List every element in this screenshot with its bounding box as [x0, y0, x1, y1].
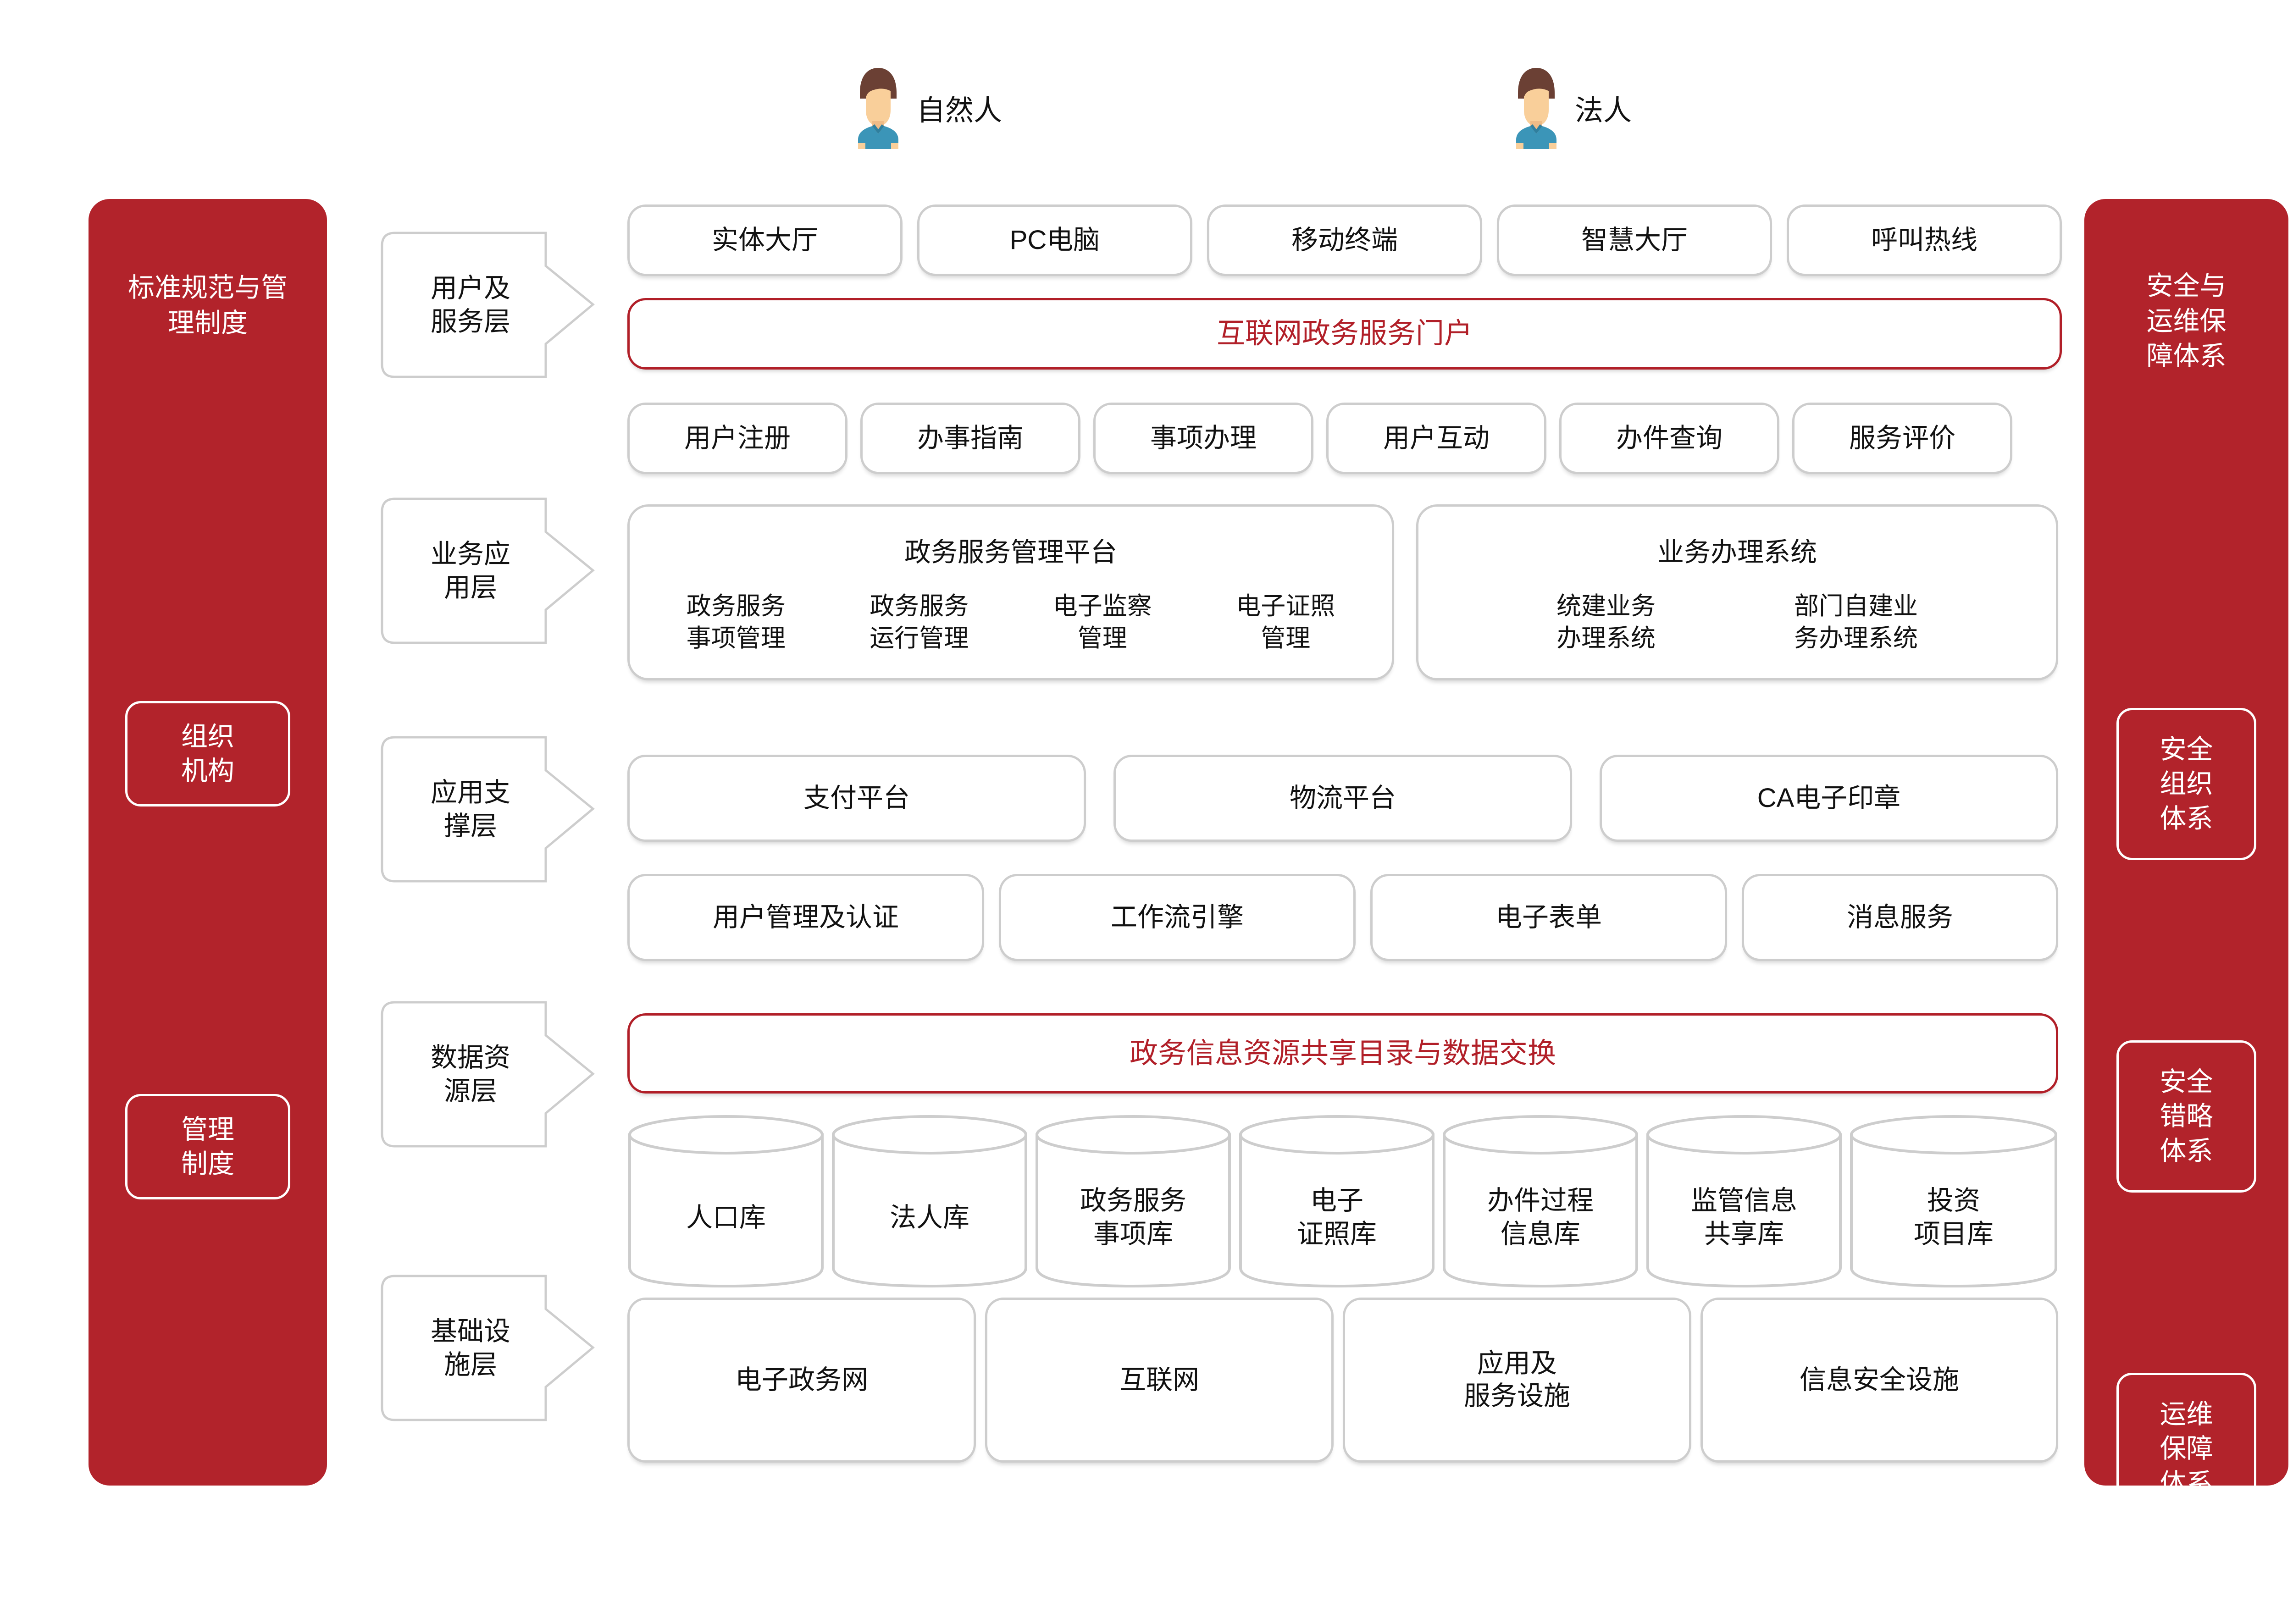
right-panel-item-label: 安全 错略 体系 [2160, 1066, 2213, 1166]
infra-box-app-service-facility[interactable]: 应用及 服务设施 [1343, 1298, 1691, 1463]
actor-label: 自然人 [917, 95, 1002, 127]
support-box-user-auth[interactable]: 用户管理及认证 [627, 874, 984, 961]
infra-box-internet[interactable]: 互联网 [985, 1298, 1334, 1463]
layer-label-text: 基础设 施层 [430, 1316, 510, 1380]
layer-label-business-app[interactable]: 业务应 用层 [369, 495, 598, 646]
layer-label-user-service[interactable]: 用户及 服务层 [369, 229, 598, 381]
right-security-panel: 安全与 运维保 障体系 安全 组织 体系 安全 错略 体系 运维 保障 体系 [2084, 199, 2288, 1525]
channel-box-smart-hall[interactable]: 智慧大厅 [1497, 204, 1772, 276]
support-box-logistics-platform[interactable]: 物流平台 [1113, 755, 1572, 842]
infra-box-info-security-facility[interactable]: 信息安全设施 [1700, 1298, 2058, 1463]
database-e-certificate[interactable]: 电子 证照库 [1238, 1114, 1435, 1288]
database-investment-projects[interactable]: 投资 项目库 [1849, 1114, 2058, 1288]
right-panel-title: 安全与 运维保 障体系 [2146, 271, 2227, 371]
group-column-item: 部门自建业 务办理系统 [1794, 592, 1918, 652]
group-title: 业务办理系统 [1657, 537, 1817, 567]
support-box-e-form[interactable]: 电子表单 [1370, 874, 1727, 961]
function-box-matter-handling[interactable]: 事项办理 [1093, 403, 1313, 474]
group-column-item: 电子证照 管理 [1236, 592, 1335, 652]
left-panel-item-management[interactable]: 管理 制度 [125, 1094, 290, 1199]
group-column-item: 电子监察 管理 [1052, 592, 1152, 652]
support-box-ca-seal[interactable]: CA电子印章 [1600, 755, 2058, 842]
function-box-guide[interactable]: 办事指南 [860, 403, 1080, 474]
database-label: 政务服务 事项库 [1080, 1185, 1186, 1249]
business-group-business-handling-system[interactable]: 业务办理系统 统建业务 办理系统 部门自建业 务办理系统 [1416, 504, 2058, 680]
support-box-payment-platform[interactable]: 支付平台 [627, 755, 1086, 842]
channel-box-hotline[interactable]: 呼叫热线 [1787, 204, 2062, 276]
left-panel-title: 标准规范与管理制度 [127, 273, 288, 338]
database-regulatory-info-share[interactable]: 监管信息 共享库 [1645, 1114, 1843, 1288]
support-box-message-service[interactable]: 消息服务 [1742, 874, 2058, 961]
group-title: 政务服务管理平台 [904, 537, 1117, 567]
left-panel-item-label: 组织 机构 [181, 721, 234, 786]
left-panel-item-label: 管理 制度 [181, 1114, 234, 1179]
infra-box-egov-network[interactable]: 电子政务网 [627, 1298, 976, 1463]
channel-box-pc[interactable]: PC电脑 [917, 204, 1192, 276]
layer-label-text: 业务应 用层 [430, 539, 510, 602]
layer-label-text: 用户及 服务层 [430, 273, 510, 337]
database-population[interactable]: 人口库 [627, 1114, 825, 1288]
group-column-item: 政务服务 运行管理 [870, 592, 969, 652]
left-panel-item-label: 标准 规范 [181, 1507, 234, 1571]
database-label: 投资 项目库 [1913, 1185, 1994, 1249]
data-exchange-banner[interactable]: 政务信息资源共享目录与数据交换 [627, 1013, 2058, 1094]
channel-box-physical-hall[interactable]: 实体大厅 [627, 204, 903, 276]
layer-label-text: 数据资 源层 [430, 1042, 510, 1106]
group-column-item: 政务服务 事项管理 [686, 592, 786, 652]
right-panel-item-label: 安全 组织 体系 [2160, 734, 2213, 834]
person-avatar-icon [851, 64, 906, 151]
right-panel-item-label: 运维 保障 体系 [2160, 1399, 2213, 1498]
database-label: 人口库 [686, 1202, 766, 1232]
channel-box-mobile[interactable]: 移动终端 [1207, 204, 1482, 276]
right-panel-item-ops-support[interactable]: 运维 保障 体系 [2116, 1373, 2256, 1525]
internet-portal-banner[interactable]: 互联网政务服务门户 [627, 298, 2062, 370]
database-label: 法人库 [889, 1202, 969, 1232]
database-legal-person[interactable]: 法人库 [831, 1114, 1028, 1288]
support-box-workflow-engine[interactable]: 工作流引擎 [999, 874, 1356, 961]
database-label: 监管信息 共享库 [1690, 1185, 1797, 1249]
database-gov-service-matters[interactable]: 政务服务 事项库 [1035, 1114, 1232, 1288]
layer-label-app-support[interactable]: 应用支 撑层 [369, 734, 598, 885]
function-box-service-rating[interactable]: 服务评价 [1792, 403, 2012, 474]
right-panel-item-security-org[interactable]: 安全 组织 体系 [2116, 708, 2256, 860]
database-case-process-info[interactable]: 办件过程 信息库 [1442, 1114, 1639, 1288]
group-columns: 统建业务 办理系统 部门自建业 务办理系统 [1418, 590, 2056, 654]
left-panel-item-organization[interactable]: 组织 机构 [125, 701, 290, 806]
group-column-item: 统建业务 办理系统 [1556, 592, 1656, 652]
layer-label-data-resource[interactable]: 数据资 源层 [369, 999, 598, 1150]
right-panel-item-security-strategy[interactable]: 安全 错略 体系 [2116, 1040, 2256, 1193]
left-standards-panel: 标准规范与管理制度 组织 机构 管理 制度 标准 规范 [89, 199, 327, 1592]
left-panel-item-standards[interactable]: 标准 规范 [125, 1486, 290, 1592]
layer-label-infrastructure[interactable]: 基础设 施层 [369, 1272, 598, 1424]
actor-label: 法人 [1575, 95, 1632, 127]
function-box-case-query[interactable]: 办件查询 [1559, 403, 1779, 474]
business-group-gov-service-platform[interactable]: 政务服务管理平台 政务服务 事项管理 政务服务 运行管理 电子监察 管理 电子证… [627, 504, 1394, 680]
function-box-user-interaction[interactable]: 用户互动 [1326, 403, 1546, 474]
actor-natural-person: 自然人 [851, 64, 1002, 151]
group-columns: 政务服务 事项管理 政务服务 运行管理 电子监察 管理 电子证照 管理 [630, 590, 1392, 654]
person-avatar-icon [1509, 64, 1564, 151]
actor-legal-person: 法人 [1509, 64, 1632, 151]
function-box-user-register[interactable]: 用户注册 [627, 403, 847, 474]
database-label: 电子 证照库 [1296, 1185, 1377, 1249]
layer-label-text: 应用支 撑层 [430, 777, 510, 841]
database-label: 办件过程 信息库 [1487, 1185, 1594, 1249]
